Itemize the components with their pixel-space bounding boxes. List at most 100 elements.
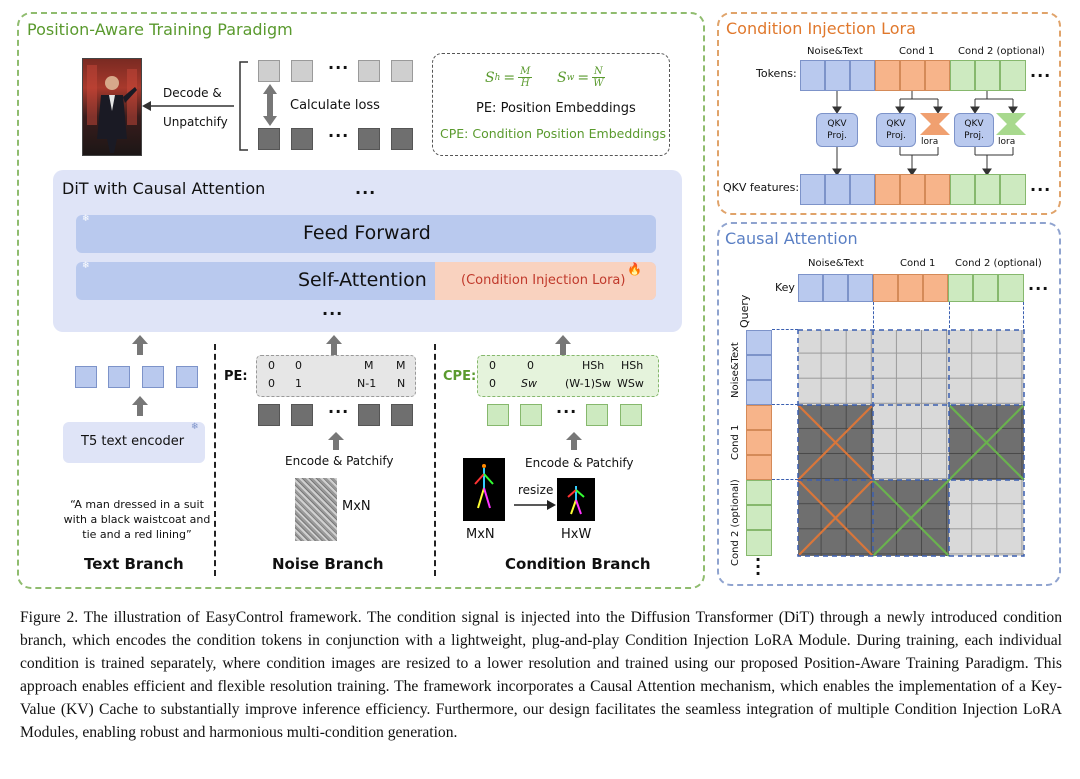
pe-cell: 0	[268, 359, 275, 372]
branch-divider	[214, 344, 216, 576]
resized-size-label: HxW	[561, 527, 592, 542]
row-separator	[772, 404, 798, 405]
pe-cell: 0	[268, 377, 275, 390]
condition-token	[487, 404, 509, 426]
text-token	[176, 366, 198, 388]
lora-small-label: lora	[998, 137, 1016, 147]
up-arrow	[326, 335, 342, 355]
pe-label: PE:	[224, 369, 248, 384]
qkv-feature	[1000, 174, 1026, 205]
position-aware-panel	[17, 12, 705, 589]
pred-token	[358, 60, 380, 82]
ellipsis: ···	[322, 304, 344, 323]
query-label: Query	[738, 294, 751, 328]
up-arrow	[555, 335, 571, 355]
noise-text-token	[825, 60, 850, 91]
formula-box	[432, 53, 670, 156]
position-aware-title: Position-Aware Training Paradigm	[27, 20, 293, 39]
key-label: Key	[775, 281, 795, 294]
cond2-token	[1000, 60, 1026, 91]
col-cond2: Cond 2 (optional)	[958, 46, 1045, 57]
key-token	[973, 274, 998, 302]
cpe-cell: WSw	[617, 377, 644, 390]
pred-token	[391, 60, 413, 82]
lora-block	[435, 262, 656, 300]
ellipsis: ···	[1030, 66, 1052, 85]
qkv-feature	[850, 174, 875, 205]
noise-branch-label: Noise Branch	[272, 555, 384, 573]
pe-cell: M	[364, 359, 374, 372]
decode-label: Decode &	[163, 86, 222, 100]
qkv-proj-label: QKV Proj.	[827, 119, 847, 141]
col-cond1: Cond 1	[900, 258, 936, 269]
row-cond2: Cond 2 (optional)	[730, 479, 741, 566]
pe-definition: PE: Position Embeddings	[476, 101, 636, 116]
qkv-proj-label: QKV Proj.	[964, 119, 984, 141]
pe-cell: N	[397, 377, 406, 390]
text-prompt: “A man dressed in a suit with a black wa…	[63, 498, 211, 541]
snowflake-icon: ❄	[82, 214, 90, 224]
condition-size-label: MxN	[466, 527, 495, 542]
noise-image	[295, 478, 337, 541]
row-separator	[772, 329, 798, 330]
up-arrow	[328, 432, 344, 450]
cpe-label: CPE:	[443, 369, 477, 384]
bracket	[239, 61, 248, 151]
lora-small-label: lora	[921, 137, 939, 147]
vertical-ellipsis: ···	[755, 550, 762, 583]
snowflake-icon: ❄	[191, 422, 199, 432]
qkv-feature	[950, 174, 975, 205]
pe-cell: N-1	[357, 377, 377, 390]
cpe-cell: (W-1)Sw	[565, 377, 611, 390]
target-token	[358, 128, 380, 150]
ellipsis: ···	[556, 402, 578, 421]
tokens-label: Tokens:	[756, 67, 797, 80]
attention-matrix	[797, 329, 1025, 557]
condition-token	[520, 404, 542, 426]
decode-arrow	[142, 101, 234, 111]
row-separator	[772, 479, 798, 480]
noise-text-token	[850, 60, 875, 91]
ellipsis: ···	[328, 402, 350, 421]
noise-token	[358, 404, 380, 426]
key-token	[823, 274, 848, 302]
lora-connections	[832, 91, 1018, 176]
cpe-cell: HSh	[582, 359, 605, 372]
ellipsis: ···	[328, 126, 350, 145]
cond2-token	[975, 60, 1000, 91]
qkv-proj-box: QKV Proj.	[954, 113, 994, 147]
lora-adapter-icon	[996, 113, 1026, 135]
snowflake-icon: ❄	[82, 261, 90, 271]
up-arrow	[566, 432, 582, 450]
pred-token	[291, 60, 313, 82]
lora-adapter-icon	[920, 113, 950, 135]
cond2-token	[950, 60, 975, 91]
text-token	[108, 366, 130, 388]
query-token	[746, 480, 772, 505]
qkv-proj-box: QKV Proj.	[816, 113, 858, 147]
row-cond1: Cond 1	[730, 424, 741, 460]
pose-skeleton-icon	[474, 464, 494, 509]
token-strip	[800, 60, 1026, 91]
feed-forward-label: Feed Forward	[303, 222, 431, 244]
target-token	[391, 128, 413, 150]
qkv-feature	[975, 174, 1000, 205]
figure-caption: Figure 2. The illustration of EasyContro…	[20, 609, 1062, 741]
pe-cell: 1	[295, 377, 302, 390]
pose-skeleton-icon	[567, 486, 585, 515]
condition-token	[620, 404, 642, 426]
text-branch-label: Text Branch	[84, 555, 184, 573]
calculate-loss-label: Calculate loss	[290, 98, 380, 113]
col-separator	[949, 302, 950, 328]
cpe-cell: 0	[489, 377, 496, 390]
loss-double-arrow	[263, 84, 277, 126]
ellipsis: ···	[328, 58, 350, 77]
key-token	[948, 274, 973, 302]
pred-token	[258, 60, 280, 82]
unpatchify-label: Unpatchify	[163, 115, 228, 129]
cond1-token	[900, 60, 925, 91]
qkv-feature-strip	[800, 174, 1026, 205]
query-token	[746, 330, 772, 355]
cpe-matrix	[477, 355, 659, 397]
